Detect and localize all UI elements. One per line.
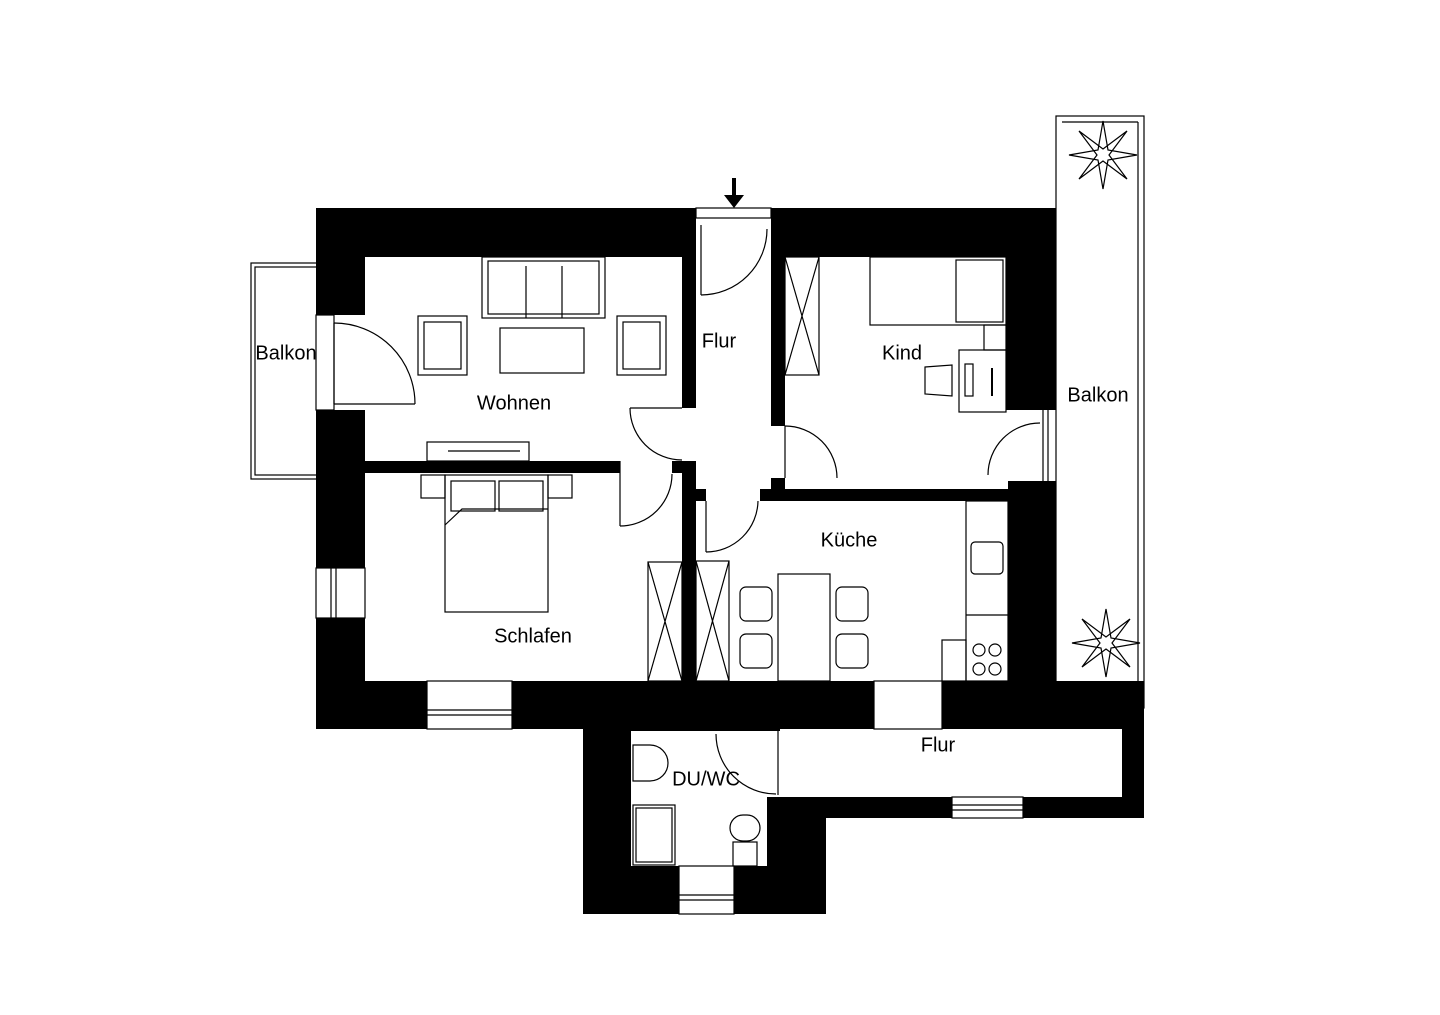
- doors: [315, 225, 1049, 795]
- room-label-wohnen: Wohnen: [476, 392, 552, 415]
- room-label-kueche: Küche: [820, 529, 878, 552]
- kids-room-furniture: [784, 256, 1007, 413]
- room-label-duwc: DU/WC: [672, 768, 740, 791]
- room-label-schlafen: Schlafen: [494, 625, 572, 648]
- plant-icon: [1068, 120, 1138, 190]
- balcony-west: [250, 262, 318, 480]
- room-label-kind: Kind: [881, 342, 923, 365]
- room-label-balkon-east: Balkon: [1067, 384, 1129, 407]
- living-furniture: [417, 256, 667, 462]
- plant-icon: [1071, 608, 1141, 678]
- walls: [316, 208, 1144, 914]
- balcony-east: [1055, 115, 1145, 709]
- bedroom-furniture: [420, 474, 683, 682]
- windows: [315, 567, 1024, 915]
- room-label-flur-entry: Flur: [701, 330, 737, 353]
- entrance-arrow-icon: [695, 178, 772, 219]
- room-label-flur-lower: Flur: [920, 734, 956, 757]
- bathroom-fixtures: [632, 744, 761, 867]
- kitchen-furniture: [695, 500, 1009, 682]
- room-label-balkon-west: Balkon: [255, 342, 317, 365]
